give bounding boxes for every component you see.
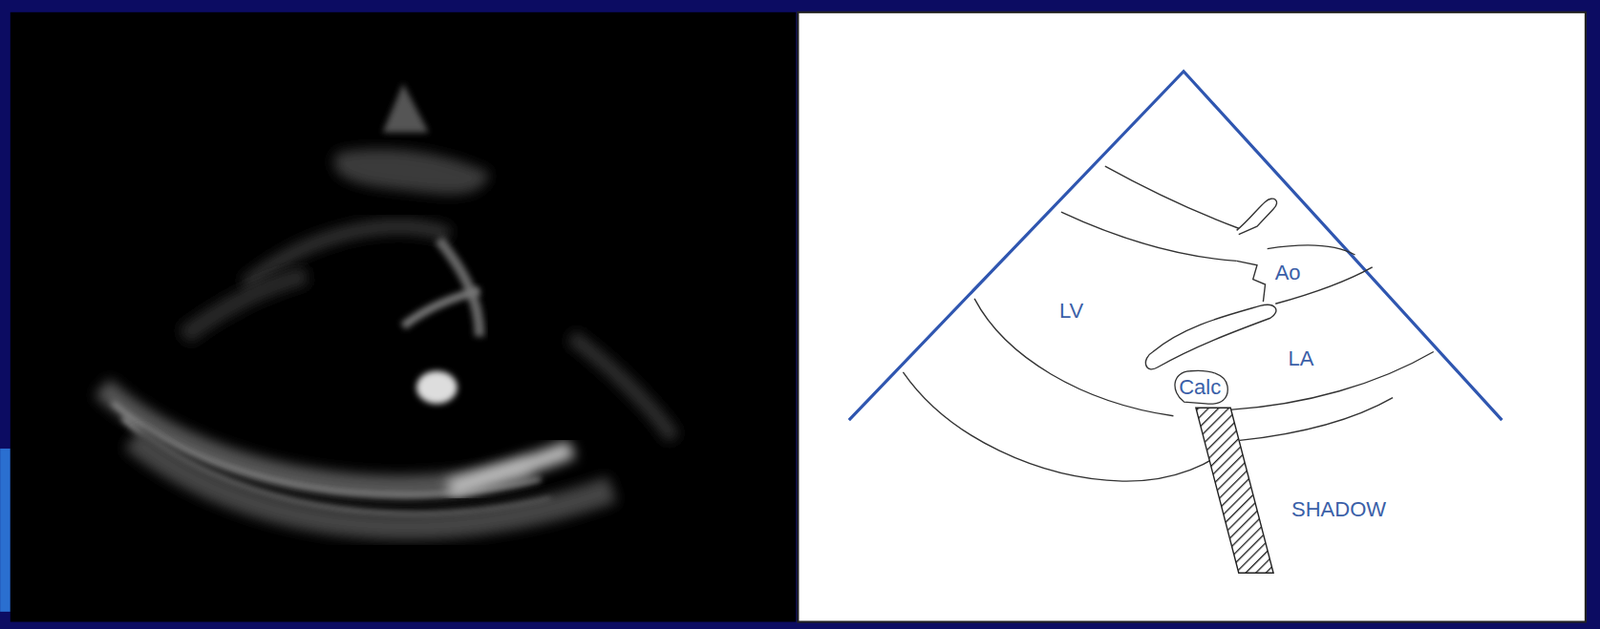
diagram-panel <box>797 12 1586 623</box>
slide-strip <box>0 448 11 613</box>
shadow-label: SHADOW <box>1289 498 1388 522</box>
heart-outlines <box>902 166 1433 482</box>
chamber-label: LV <box>1057 299 1086 323</box>
chamber-label: Ao <box>1273 261 1303 285</box>
chamber-label: LA <box>1286 347 1317 371</box>
echo-panel <box>10 12 796 623</box>
sector-outline <box>849 71 1503 421</box>
node-label: Calc <box>1178 377 1221 399</box>
acoustic-shadow <box>1195 407 1274 574</box>
echo-image <box>102 84 674 528</box>
blob-path <box>1174 370 1228 405</box>
calcification-blob: Calc <box>1170 368 1230 408</box>
